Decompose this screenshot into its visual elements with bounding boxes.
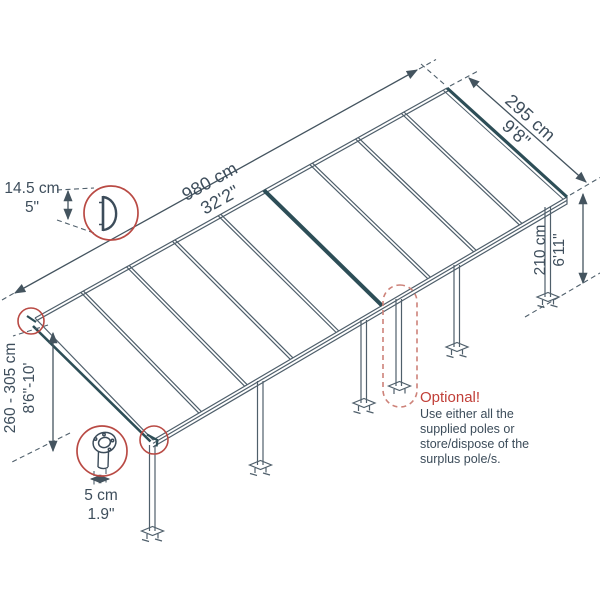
corner-joint-marks xyxy=(26,315,159,447)
optional-note-line-4: surplus pole/s. xyxy=(420,452,501,466)
dim-label-post-diameter: 5 cm 1.9" xyxy=(71,486,131,524)
dim-line-295 xyxy=(468,77,587,183)
post-front-right xyxy=(535,207,561,309)
optional-note-line-2: supplied poles or xyxy=(420,422,515,436)
ext-260-top xyxy=(12,324,49,337)
dim-post-diameter-imperial: 1.9" xyxy=(87,506,115,523)
callout-circle-post-top xyxy=(76,425,128,477)
dim-post-diameter-metric: 5 cm xyxy=(84,487,118,504)
callout-circle-back-corner xyxy=(17,307,45,335)
post-2 xyxy=(247,381,274,477)
dim-front-height-imperial: 6'11" xyxy=(551,233,568,267)
dimension-lines xyxy=(14,69,588,484)
ext-corner-top-b xyxy=(449,70,480,87)
post-top-icon xyxy=(92,431,117,470)
optional-note-line-3: store/dispose of the xyxy=(420,437,530,451)
callout-circle-gutter-profile xyxy=(83,185,139,241)
dim-label-gutter-height: 14.5 cm 5" xyxy=(1,179,63,217)
dim-front-height-metric: 210 cm xyxy=(532,224,549,276)
extension-lines xyxy=(1,59,600,485)
optional-note-line-1: Use either all the xyxy=(420,407,514,421)
red-callouts xyxy=(17,185,418,477)
dim-label-wall-mount-height: 260 - 305 cm 8'6"-10' xyxy=(1,323,39,453)
optional-note: Optional! Use either all the supplied po… xyxy=(420,388,590,467)
ext-980-left xyxy=(1,291,17,301)
back-header-bar xyxy=(34,87,449,322)
dim-wall-height-imperial: 8'6"-10' xyxy=(21,362,38,414)
roof-joint-profile xyxy=(262,188,384,308)
dim-gutter-height-imperial: 5" xyxy=(24,199,40,216)
post-optional xyxy=(386,299,413,394)
ext-295-bottom xyxy=(569,177,600,196)
post-front-left xyxy=(139,445,166,543)
dim-label-front-post-height: 210 cm 6'11" xyxy=(531,205,569,295)
dim-wall-height-metric: 260 - 305 cm xyxy=(2,342,19,434)
optional-pole-dashed-outline xyxy=(382,284,418,408)
back-corner-cap xyxy=(26,315,37,323)
callout-circle-front-corner xyxy=(139,425,169,455)
left-side-beam xyxy=(32,325,152,443)
post-3 xyxy=(351,320,377,415)
gutter-profile-icon xyxy=(99,195,118,232)
dim-line-980 xyxy=(14,69,418,294)
ext-260-bottom xyxy=(9,432,71,464)
support-posts xyxy=(139,207,561,543)
dim-gutter-height-metric: 14.5 cm xyxy=(4,180,60,197)
front-gutter-bar xyxy=(152,196,568,448)
ext-980-right xyxy=(418,59,437,70)
post-5 xyxy=(444,265,470,359)
front-corner-cap xyxy=(146,433,159,447)
ext-corner-top-a xyxy=(420,63,445,85)
optional-note-title: Optional! xyxy=(420,389,481,406)
